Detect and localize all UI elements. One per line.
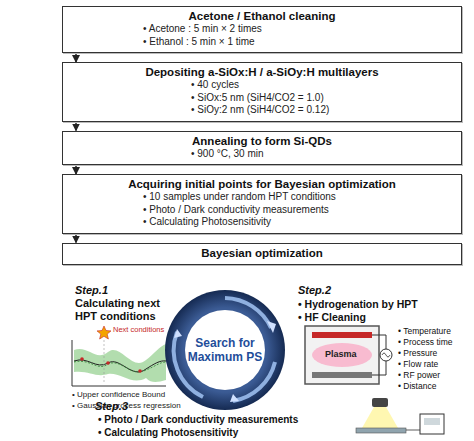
bullet-item: • 900 °C, 30 min <box>71 148 453 161</box>
plasma-label: Plasma <box>325 349 357 359</box>
bullet-item: • 10 samples under random HPT conditions <box>71 191 453 204</box>
process-box: Annealing to form Si-QDs• 900 °C, 30 min <box>62 131 462 166</box>
flow-arrow <box>75 234 77 243</box>
flow-arrow <box>75 165 77 174</box>
box-title: Acetone / Ethanol cleaning <box>71 9 453 23</box>
plasma-chamber <box>305 326 392 384</box>
box-title: Annealing to form Si-QDs <box>71 134 453 148</box>
process-box: Depositing a-SiOx:H / a-SiOy:H multilaye… <box>62 62 462 122</box>
cycle-label: Search for Maximum PS <box>186 336 264 364</box>
step-title: Calculating next HPT conditions <box>75 297 175 323</box>
parameter-item: • Flow rate <box>398 359 438 369</box>
legend-note: • Upper confidence Bound <box>72 390 165 399</box>
step-item: • HF Cleaning <box>298 311 366 323</box>
box-title: Acquiring initial points for Bayesian op… <box>71 177 453 191</box>
bullet-item: • Calculating Photosensitivity <box>71 216 453 229</box>
step-number: Step.1 <box>75 284 108 296</box>
flow-arrow <box>75 53 77 62</box>
bullet-item: • 40 cycles <box>71 79 453 92</box>
process-box: Acetone / Ethanol cleaning• Acetone : 5 … <box>62 6 462 53</box>
chart-annotation: Next conditions <box>113 325 164 334</box>
parameter-item: • Distance <box>398 381 436 391</box>
parameter-item: • Process time <box>398 337 452 347</box>
parameter-item: • Pressure <box>398 348 437 358</box>
bullet-item: • Ethanol : 5 min × 1 time <box>71 36 453 49</box>
cycle-circle: Search for Maximum PS <box>163 288 287 412</box>
measurement-setup <box>356 398 444 434</box>
parameter-item: • Temperature <box>398 326 451 336</box>
bullet-item: • SiOy:2 nm (SiH4/CO2 = 0.12) <box>71 104 453 117</box>
gp-chart <box>72 326 166 386</box>
process-box: Bayesian optimization <box>62 243 462 265</box>
flow-arrow <box>75 122 77 131</box>
box-title: Depositing a-SiOx:H / a-SiOy:H multilaye… <box>71 65 453 79</box>
step-number: Step.3 <box>95 400 128 412</box>
parameter-item: • RF power <box>398 370 440 380</box>
process-box: Acquiring initial points for Bayesian op… <box>62 174 462 234</box>
step-item: • Calculating Photosensitivity <box>98 427 238 438</box>
bullet-item: • Photo / Dark conductivity measurements <box>71 204 453 217</box>
box-title: Bayesian optimization <box>71 246 453 260</box>
bullet-item: • Acetone : 5 min × 2 times <box>71 23 453 36</box>
step-item: • Photo / Dark conductivity measurements <box>98 414 298 425</box>
step-number: Step.2 <box>298 284 331 296</box>
step-item: • Hydrogenation by HPT <box>298 298 418 310</box>
bullet-item: • SiOx:5 nm (SiH4/CO2 = 1.0) <box>71 92 453 105</box>
